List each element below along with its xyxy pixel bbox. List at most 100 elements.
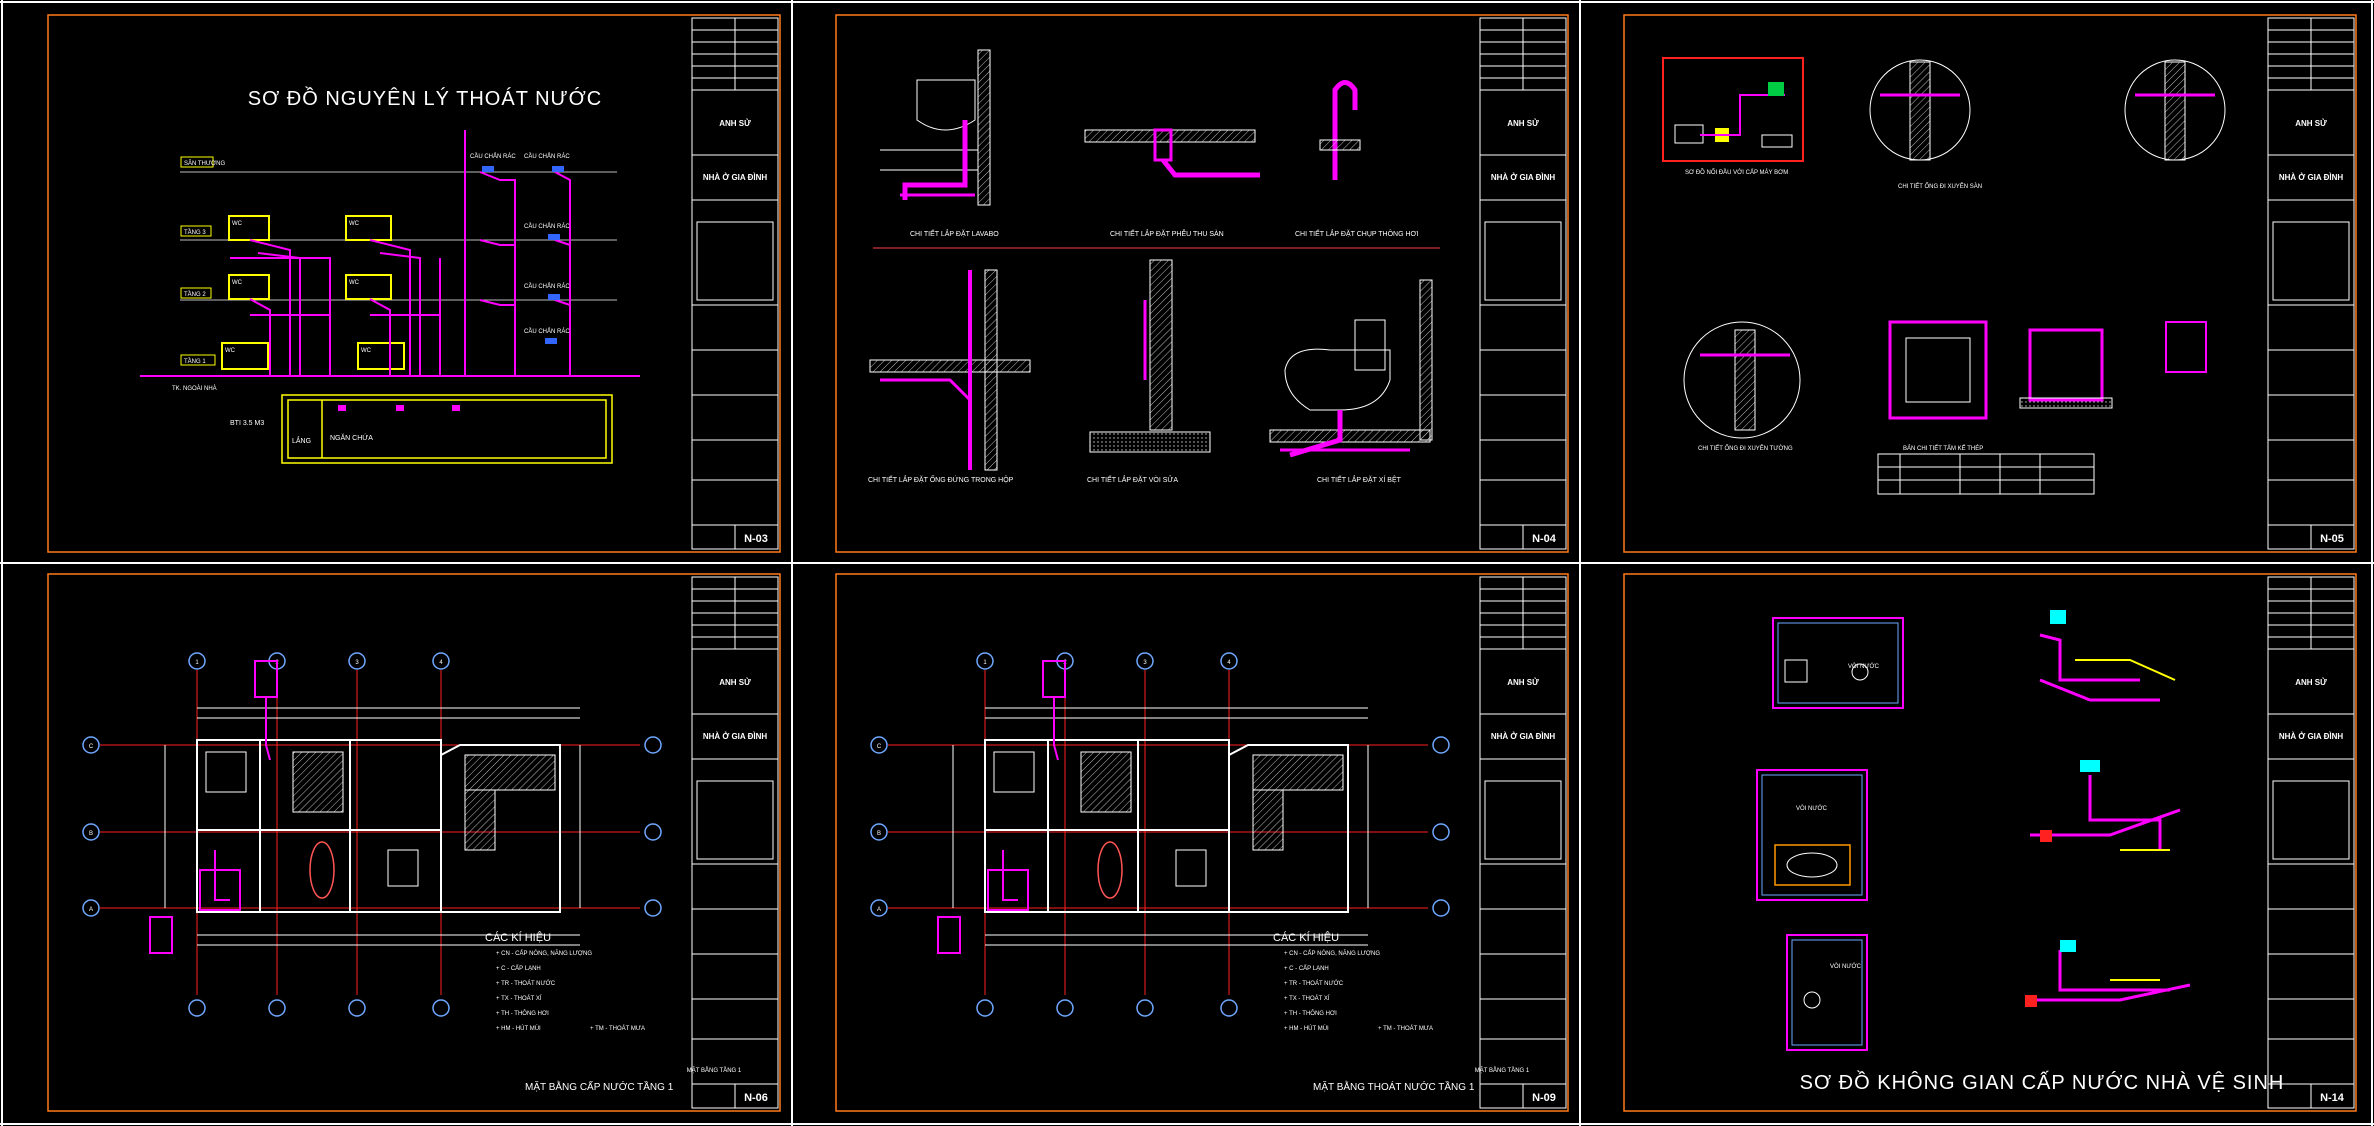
axis-label: B xyxy=(877,831,881,837)
ground-label: TK. NGOÀI NHÀ xyxy=(172,385,217,392)
detail-caption-1: CHI TIẾT LẮP ĐẶT LAVABO xyxy=(910,228,999,238)
legend-item: + CN - CẤP NÓNG, NĂNG LƯỢNG xyxy=(496,950,592,957)
sheet-n05-details: SƠ ĐỒ NỐI ĐẦU VỚI CẤP MÁY BƠM CHI TIẾT Ố… xyxy=(1662,57,2226,495)
sheet-title-n09: MẶT BẰNG THOÁT NƯỚC TẦNG 1 xyxy=(1313,1080,1475,1093)
tb-field-1-n03: ANH SỬ xyxy=(719,119,751,128)
riser-tag: CẦU CHẮN RÁC xyxy=(524,152,570,160)
tb-bottom-label-n06: MẶT BẰNG TẦNG 1 xyxy=(687,1066,742,1074)
wc-tag: WC xyxy=(361,348,372,354)
sheet-n06-supply-plan: 1 2 3 4 C B A xyxy=(82,652,674,1093)
tb-field-2-n05: NHÀ Ở GIA ĐÌNH xyxy=(2279,173,2344,182)
wc-tag: WC xyxy=(349,221,360,227)
detail-caption-2: CHI TIẾT LẮP ĐẶT PHỄU THU SÀN xyxy=(1110,228,1224,238)
axis-label: 1 xyxy=(983,660,987,666)
n05-caption-3: CHI TIẾT ỐNG ĐI XUYÊN TƯỜNG xyxy=(1698,444,1793,452)
title-block-n04 xyxy=(1479,17,1567,550)
axis-label: 4 xyxy=(439,660,443,666)
riser-tag: CẦU CHẮN RÁC xyxy=(524,222,570,230)
tb-field-2-n09: NHÀ Ở GIA ĐÌNH xyxy=(1491,732,1556,741)
tb-field-1-n06: ANH SỬ xyxy=(719,678,751,687)
tb-field-2-n06: NHÀ Ở GIA ĐÌNH xyxy=(703,732,768,741)
level-label-3: TẦNG 2 xyxy=(184,291,206,298)
title-block-n03 xyxy=(691,17,779,550)
title-block-n14 xyxy=(2267,576,2355,1109)
axis-label: 3 xyxy=(355,660,359,666)
legend-item: + CN - CẤP NÓNG, NĂNG LƯỢNG xyxy=(1284,950,1380,957)
legend-item: + TM - THOÁT MƯA xyxy=(590,1025,645,1032)
title-block-n05 xyxy=(2267,17,2355,550)
legend-heading-n09: CÁC KÍ HIỆU xyxy=(1273,931,1339,944)
legend-item: + TX - THOÁT XÍ xyxy=(1284,995,1330,1002)
n05-caption-2: CHI TIẾT ỐNG ĐI XUYÊN SÀN xyxy=(1898,182,1982,190)
level-label-4: TẦNG 1 xyxy=(184,358,206,365)
sheet-n04-details: CHI TIẾT LẮP ĐẶT LAVABO CHI TIẾT LẮP ĐẶT… xyxy=(868,49,1440,484)
sheet-number-n14: N-14 xyxy=(2320,1092,2345,1104)
tb-field-2-n03: NHÀ Ở GIA ĐÌNH xyxy=(703,173,768,182)
sheet-n09-drainage-plan: 1 2 3 4 C B A xyxy=(870,652,1475,1093)
legend-item: + TM - THOÁT MƯA xyxy=(1378,1025,1433,1032)
wc-tag: WC xyxy=(349,280,360,286)
fixture-label-2: VÒI NƯỚC xyxy=(1796,805,1828,812)
sheet-n03-drainage-diagram: SƠ ĐỒ NGUYÊN LÝ THOÁT NƯỚC SÂN THƯỢNG TẦ… xyxy=(140,86,640,464)
axis-label: A xyxy=(89,907,93,913)
title-block-texts: ANH SỬ NHÀ Ở GIA ĐÌNH N-03 ANH SỬ NHÀ Ở … xyxy=(687,119,2345,1104)
axis-label: 3 xyxy=(1143,660,1147,666)
level-label-2: TẦNG 3 xyxy=(184,229,206,236)
tb-field-1-n14: ANH SỬ xyxy=(2295,678,2327,687)
detail-caption-5: CHI TIẾT LẮP ĐẶT VÒI SỬA xyxy=(1087,474,1178,484)
tb-field-2-n04: NHÀ Ở GIA ĐÌNH xyxy=(1491,173,1556,182)
axis-label: C xyxy=(89,744,94,750)
sheet-number-n03: N-03 xyxy=(744,533,768,545)
sheet-number-n05: N-05 xyxy=(2320,533,2344,545)
fixture-label-1: VÒI NƯỚC xyxy=(1848,663,1880,670)
legend-item: + C - CẤP LẠNH xyxy=(1284,965,1329,972)
axis-label: A xyxy=(877,907,881,913)
sheet-title-n03: SƠ ĐỒ NGUYÊN LÝ THOÁT NƯỚC xyxy=(248,86,602,110)
n05-caption-1: SƠ ĐỒ NỐI ĐẦU VỚI CẤP MÁY BƠM xyxy=(1685,169,1788,176)
axis-label: B xyxy=(89,831,93,837)
legend-item: + TR - THOÁT NƯỚC xyxy=(1284,980,1344,987)
axis-label: 4 xyxy=(1227,660,1231,666)
tank-capacity-label: BTI 3.5 M3 xyxy=(230,420,264,427)
riser-tag: CẦU CHẮN RÁC xyxy=(470,152,516,160)
n05-caption-4: BẢN CHI TIẾT TẤM KẾ THÉP xyxy=(1903,445,1983,452)
sheet-number-n04: N-04 xyxy=(1532,533,1557,545)
wc-tags: WC WC WC WC WC WC xyxy=(225,221,372,354)
tb-field-1-n04: ANH SỬ xyxy=(1507,119,1539,128)
sheet-number-n06: N-06 xyxy=(744,1092,768,1104)
legend-item: + HM - HÚT MÙI xyxy=(496,1025,541,1032)
legend-heading-n06: CÁC KÍ HIỆU xyxy=(485,931,551,944)
legend-item: + TR - THOÁT NƯỚC xyxy=(496,980,556,987)
sheet-title-n14: SƠ ĐỒ KHÔNG GIAN CẤP NƯỚC NHÀ VỆ SINH xyxy=(1800,1070,2285,1094)
detail-caption-3: CHI TIẾT LẮP ĐẶT CHỤP THÔNG HƠI xyxy=(1295,228,1419,238)
level-label-1: SÂN THƯỢNG xyxy=(184,160,225,167)
legend-item: + TX - THOÁT XÍ xyxy=(496,995,542,1002)
tb-field-1-n05: ANH SỬ xyxy=(2295,119,2327,128)
riser-tag: CẦU CHẮN RÁC xyxy=(524,282,570,290)
legend-item: + HM - HÚT MÙI xyxy=(1284,1025,1329,1032)
sheet-number-n09: N-09 xyxy=(1532,1092,1556,1104)
tank-storage-label: NGĂN CHỨA xyxy=(330,433,373,442)
legend-item: + C - CẤP LẠNH xyxy=(496,965,541,972)
legend-item: + TH - THÔNG HƠI xyxy=(1284,1010,1337,1017)
sheet-frames xyxy=(47,14,2357,1112)
tb-bottom-label-n09: MẶT BẰNG TẦNG 1 xyxy=(1475,1066,1530,1074)
detail-caption-6: CHI TIẾT LẮP ĐẶT XÍ BỆT xyxy=(1317,474,1402,484)
tb-field-2-n14: NHÀ Ở GIA ĐÌNH xyxy=(2279,732,2344,741)
fixture-label-3: VÒI NƯỚC xyxy=(1830,963,1862,970)
legend-item: + TH - THÔNG HƠI xyxy=(496,1010,549,1017)
wc-tag: WC xyxy=(225,348,236,354)
detail-caption-4: CHI TIẾT LẮP ĐẶT ỐNG ĐỨNG TRONG HỘP xyxy=(868,474,1014,484)
title-block-n09 xyxy=(1479,576,1567,1109)
wc-tag: WC xyxy=(232,221,243,227)
tb-field-1-n09: ANH SỬ xyxy=(1507,678,1539,687)
title-block-n06 xyxy=(691,576,779,1109)
sheet-n14-bathroom-supply: VÒI NƯỚC VÒI NƯỚC VÒI NƯỚC SƠ ĐỒ KHÔNG G… xyxy=(1756,610,2285,1094)
sheet-title-n06: MẶT BẰNG CẤP NƯỚC TẦNG 1 xyxy=(525,1080,674,1093)
axis-label: 1 xyxy=(195,660,199,666)
tank-settling-label: LẮNG xyxy=(292,436,311,445)
axis-label: C xyxy=(877,744,882,750)
riser-tag: CẦU CHẮN RÁC xyxy=(524,327,570,335)
